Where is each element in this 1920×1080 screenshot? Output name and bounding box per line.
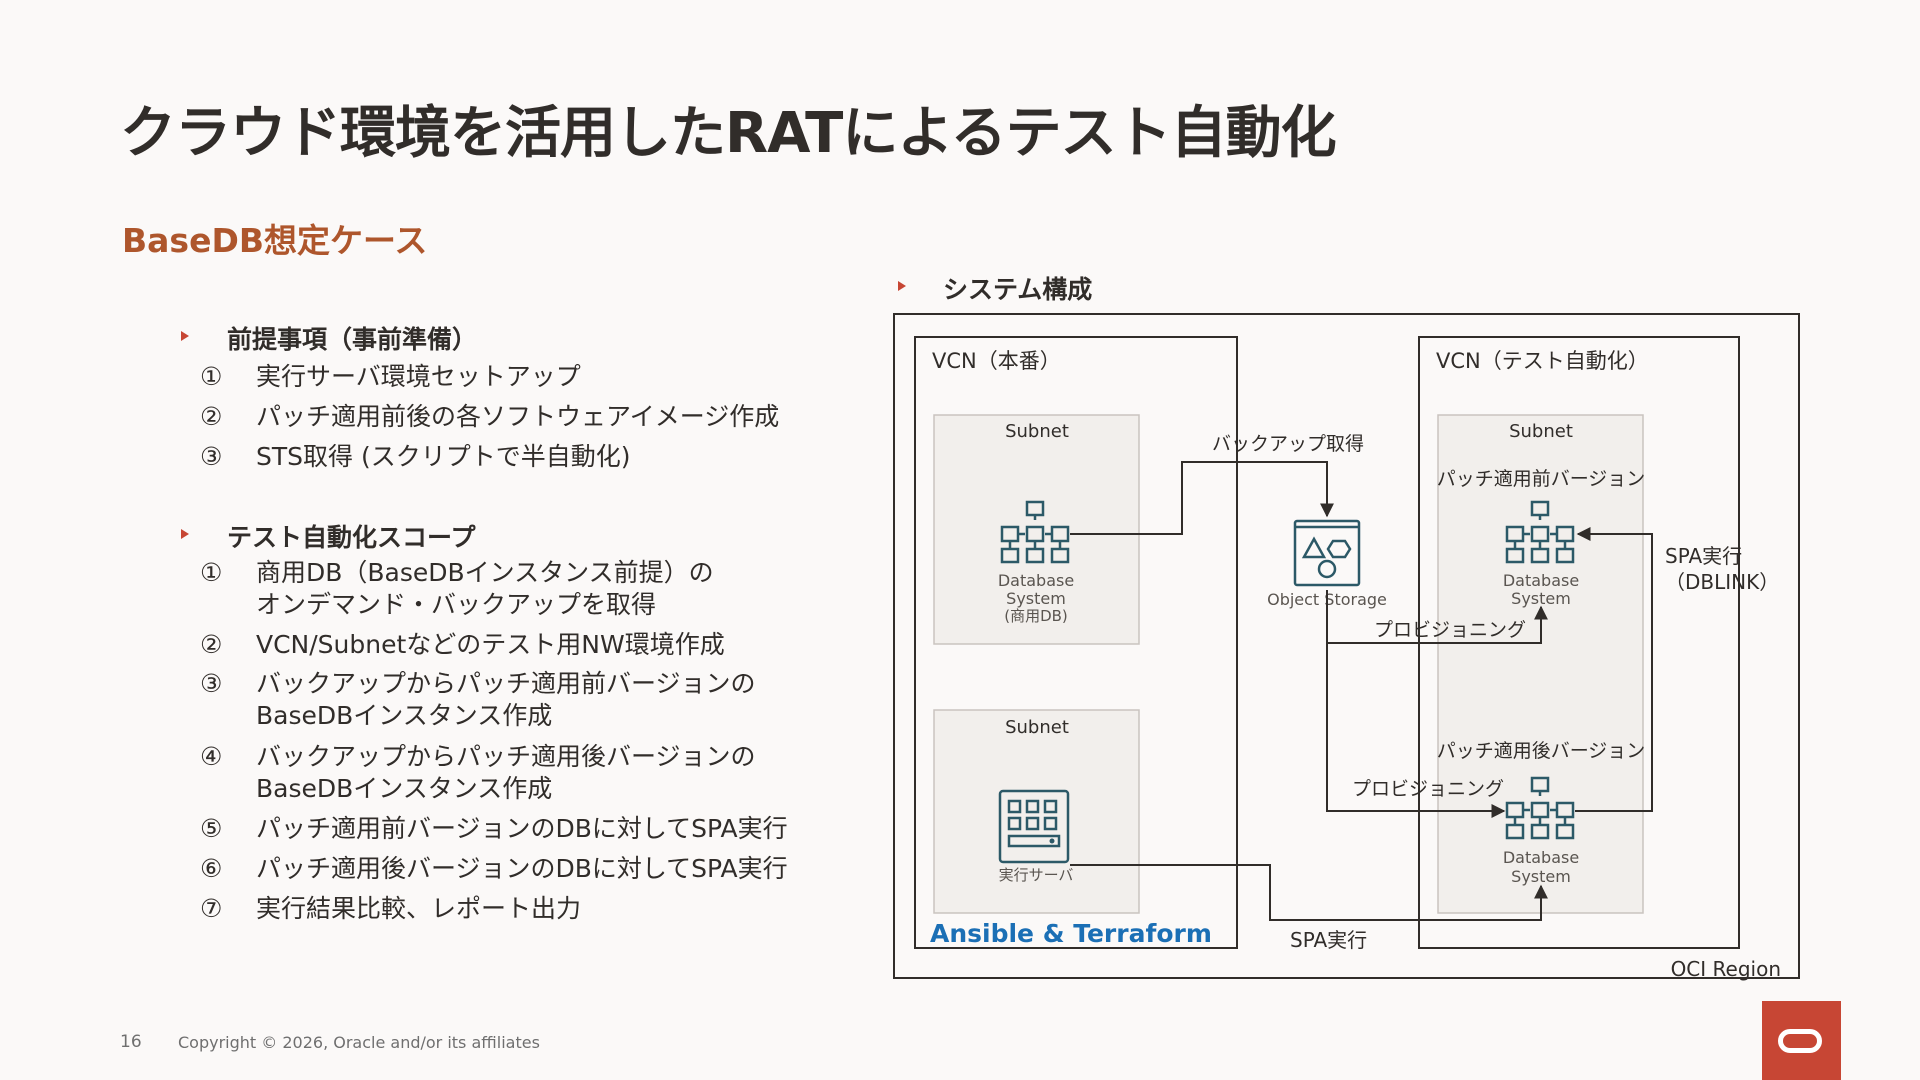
provisioning-arrow-post [1326, 643, 1506, 818]
item-text: 実行サーバ環境セットアップ [256, 362, 581, 391]
vcn-prod-box [914, 336, 1238, 949]
subnet-label: Subnet [1005, 717, 1069, 738]
database-system-icon [1000, 500, 1070, 564]
db-label-line2: System [1511, 589, 1571, 608]
item-number: ② [200, 630, 223, 659]
copyright-text: Copyright © 2026, Oracle and/or its affi… [178, 1033, 540, 1052]
item-text: STS取得 (スクリプトで半自動化) [256, 442, 631, 471]
server-led-icon [1049, 838, 1055, 844]
oracle-ring-icon [1778, 1029, 1822, 1053]
exec-server-label: 実行サーバ [999, 866, 1074, 884]
slide-subtitle: BaseDB想定ケース [122, 221, 428, 260]
spa-exec-label: SPA実行 [1290, 928, 1367, 952]
provisioning-label: プロビジョニング [1374, 619, 1526, 641]
bullet-marker [181, 331, 189, 341]
item-number: ⑤ [200, 814, 223, 843]
post-patch-version-label: パッチ適用後バージョン [1437, 740, 1646, 762]
item-number: ① [200, 558, 223, 587]
provisioning-arrow-pre [1326, 590, 1548, 644]
db-label-line2: System [1511, 867, 1571, 886]
scope-heading: テスト自動化スコープ [227, 523, 476, 552]
database-system-icon [1505, 500, 1575, 564]
prerequisites-heading: 前提事項（事前準備） [227, 325, 478, 354]
item-number: ⑦ [200, 894, 223, 923]
backup-arrow [1070, 461, 1334, 535]
item-text-line1: バックアップからパッチ適用前バージョンの [256, 669, 756, 698]
item-number: ② [200, 402, 223, 431]
object-storage-icon [1293, 519, 1361, 587]
bullet-marker [181, 529, 189, 539]
region-label: OCI Region [1671, 957, 1781, 981]
slide-title: クラウド環境を活用したRATによるテスト自動化 [120, 101, 1337, 166]
vcn-prod-label: VCN（本番） [932, 349, 1061, 373]
item-number: ③ [200, 669, 223, 698]
diagram-heading: システム構成 [943, 275, 1093, 304]
item-text-line1: バックアップからパッチ適用後バージョンの [256, 742, 756, 771]
oci-region-box [893, 313, 1800, 979]
db-label-line1: Database [998, 571, 1074, 590]
item-text-line1: VCN/Subnetなどのテスト用NW環境作成 [256, 630, 725, 659]
spa-exec-arrow [1070, 864, 1548, 921]
item-number: ④ [200, 742, 223, 771]
server-icon [998, 789, 1070, 864]
pre-patch-version-label: パッチ適用前バージョン [1437, 468, 1646, 490]
backup-label: バックアップ取得 [1212, 433, 1364, 455]
spa-dblink-arrow [1575, 527, 1653, 812]
db-label-line3: (商用DB) [1004, 607, 1068, 625]
item-text-line1: パッチ適用後バージョンのDBに対してSPA実行 [256, 854, 788, 883]
db-label-line1: Database [1503, 571, 1579, 590]
provisioning-label: プロビジョニング [1352, 778, 1504, 800]
subnet-label: Subnet [1509, 421, 1573, 442]
item-text-line1: 商用DB（BaseDBインスタンス前提）の [256, 558, 714, 587]
item-text-line2: BaseDBインスタンス作成 [256, 701, 553, 730]
item-text-line2: BaseDBインスタンス作成 [256, 774, 553, 803]
bullet-marker [898, 281, 906, 291]
subnet-label: Subnet [1005, 421, 1069, 442]
oracle-logo [1762, 1001, 1841, 1080]
page-number: 16 [120, 1032, 142, 1052]
item-text: パッチ適用前後の各ソフトウェアイメージ作成 [256, 402, 780, 431]
vcn-test-label: VCN（テスト自動化） [1436, 349, 1649, 373]
item-text-line1: パッチ適用前バージョンのDBに対してSPA実行 [256, 814, 788, 843]
db-label-line1: Database [1503, 848, 1579, 867]
db-label-line2: System [1006, 589, 1066, 608]
ansible-terraform-label: Ansible & Terraform [930, 919, 1212, 948]
item-text-line2: オンデマンド・バックアップを取得 [256, 590, 657, 619]
database-system-icon [1505, 776, 1575, 840]
spa-dblink-label-line2: （DBLINK） [1665, 570, 1779, 594]
item-number: ① [200, 362, 223, 391]
spa-dblink-label-line1: SPA実行 [1665, 544, 1742, 568]
item-number: ③ [200, 442, 223, 471]
item-text-line1: 実行結果比較、レポート出力 [256, 894, 582, 923]
item-number: ⑥ [200, 854, 223, 883]
